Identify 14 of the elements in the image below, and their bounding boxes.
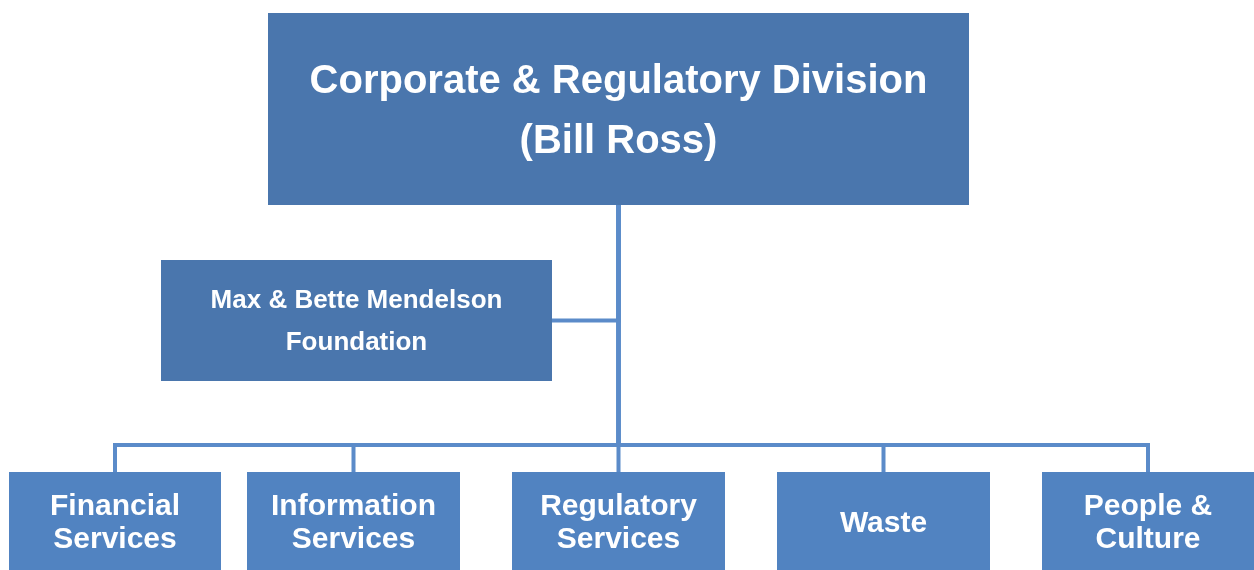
org-box (1042, 472, 1254, 570)
org-box (9, 472, 221, 570)
box-label: People & Culture (1082, 488, 1214, 554)
org-box (161, 260, 552, 381)
box-label: Max & Bette Mendelson Foundation (209, 282, 504, 358)
box-label: Financial Services (48, 488, 181, 554)
org-box (777, 472, 990, 570)
org-box (247, 472, 460, 570)
box-label: Regulatory Services (539, 488, 698, 554)
org-box (268, 13, 969, 205)
org-box (512, 472, 725, 570)
box-label: Information Services (270, 488, 437, 554)
box-label: Waste (839, 504, 928, 538)
box-label: Corporate & Regulatory Division (Bill Ross) (308, 56, 929, 163)
